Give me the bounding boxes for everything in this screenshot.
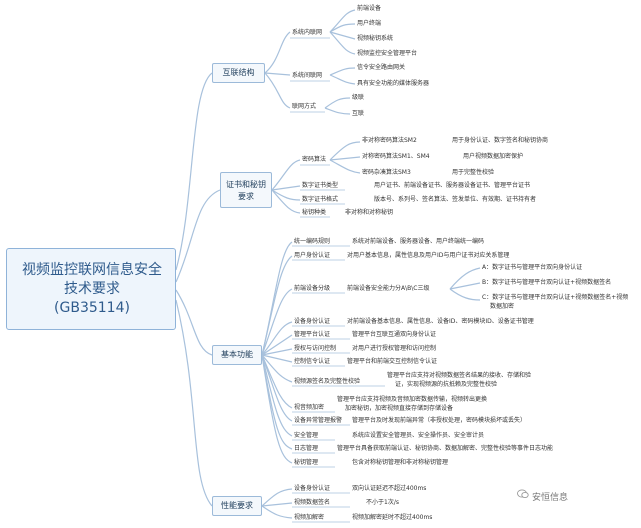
link-root-interconnect xyxy=(175,72,213,271)
leaf-security-mgmt-desc: 系统应设置安全管理员、安全操作员、安全审计员 xyxy=(352,432,485,439)
node-device-auth: 设备身份认证 xyxy=(294,318,331,325)
node-encoding-rule: 统一编码规则 xyxy=(294,238,331,245)
leaf-video-signature-desc1: 管理平台应支持对视频数据签名结果的接收、存储和验 xyxy=(387,372,532,379)
node-security-mgmt: 安全管理 xyxy=(294,432,319,439)
leaf-grade-c-cont: 数据加密 xyxy=(490,303,515,310)
leaf-platform-auth-desc: 管理平台互联互通双向身份认证 xyxy=(352,331,437,338)
leaf-sm1-sm4: 对称密码算法SM1、SM4 xyxy=(362,153,430,160)
leaf-sm2-desc: 用于身份认证、数字签名和秘钥协商 xyxy=(452,137,549,144)
node-perf-encryption: 视频加解密 xyxy=(294,514,325,521)
link-root-basic xyxy=(175,289,213,356)
leaf-av-encryption-desc2: 加密秘钥，加密视频直接存储到存储设备 xyxy=(345,405,454,412)
node-perf-device-auth: 设备身份认证 xyxy=(294,485,331,492)
node-system-between: 系统间联网 xyxy=(292,72,323,79)
node-key-mgmt: 秘钥管理 xyxy=(294,459,319,466)
node-user-auth: 用户身份认证 xyxy=(294,252,331,259)
root-title-line2: 技术要求 xyxy=(64,281,120,297)
node-device-grading: 前端设备分级 xyxy=(294,285,331,292)
leaf-front-device: 前端设备 xyxy=(357,5,382,12)
root-title-line3: (GB35114) xyxy=(54,300,130,316)
leaf-perf-signature-desc: 不小于1次/s xyxy=(366,499,399,506)
leaf-user-auth-desc: 对用户基本信息，属性信息及用户ID与用户证书对应关系管理 xyxy=(347,252,510,259)
leaf-signal-auth-desc: 管理平台和前端交互控制信令认证 xyxy=(347,358,438,365)
leaf-cert-types-desc: 用户证书、前端设备证书、服务器设备证书、管理平台证书 xyxy=(374,182,531,189)
branch-performance: 性能要求 xyxy=(212,496,262,516)
node-access-control: 授权与访问控制 xyxy=(294,345,337,352)
node-key-types: 秘钥种类 xyxy=(302,209,327,216)
leaf-device-grading-desc: 前端设备安全能力分A\B\C三级 xyxy=(347,285,430,292)
node-crypto-algo: 密码算法 xyxy=(302,156,327,163)
branch-interconnect: 互联结构 xyxy=(212,63,265,83)
leaf-sm2: 非对称密码算法SM2 xyxy=(362,137,417,144)
node-device-alarm: 设备异常管理报警 xyxy=(294,417,343,424)
link-root-performance xyxy=(175,299,213,507)
root-node: 视频监控联网信息安全 技术要求 (GB35114) xyxy=(6,248,176,330)
branch-cert-key-line1: 证书和秘钥 xyxy=(226,180,266,189)
wechat-icon xyxy=(517,489,529,499)
root-title-line1: 视频监控联网信息安全 xyxy=(22,262,162,278)
leaf-signaling-gateway: 信令安全路由网关 xyxy=(357,64,406,71)
node-cert-types: 数字证书类型 xyxy=(302,182,339,189)
leaf-media-server: 具有安全功能的媒体服务器 xyxy=(357,80,430,87)
branch-basic: 基本功能 xyxy=(212,345,262,365)
leaf-av-encryption-desc1: 管理平台应支持视频及音频加密数据传输，视频转出更换 xyxy=(337,396,488,403)
leaf-grade-b: B：数字证书与管理平台双向认证+视频数据签名 xyxy=(482,279,612,286)
leaf-user-terminal: 用户终端 xyxy=(357,20,382,27)
leaf-perf-encryption-desc: 视频加解密延时不超过400ms xyxy=(352,514,433,521)
link-root-cert xyxy=(175,189,221,283)
leaf-device-alarm-desc: 管理平台及时发现前端异常（非授权处理，密码模块损坏或丢失） xyxy=(352,417,527,424)
leaf-encoding-rule-desc: 系统对前端设备、服务器设备、用户终端统一编码 xyxy=(352,238,485,245)
leaf-cert-format-desc: 版本号、系列号、签名算法、签发单位、有效期、证书持有者 xyxy=(374,196,537,203)
node-network-mode: 联网方式 xyxy=(292,103,317,110)
node-signal-auth: 控制信令认证 xyxy=(294,358,331,365)
watermark-text: 安恒信息 xyxy=(532,493,569,503)
branch-cert-key: 证书和秘钥 要求 xyxy=(220,172,272,208)
leaf-interconnect: 互联 xyxy=(352,110,365,117)
leaf-device-auth-desc: 对前端设备基本信息、属性信息、设备ID、密码模块ID、设备证书管理 xyxy=(347,318,534,325)
leaf-log-mgmt-desc: 管理平台具备获取前端认证、秘钥协商、数据加解密、完整性校验等事件日志功能 xyxy=(337,445,554,452)
leaf-grade-c: C：数字证书与管理平台双向认证+视频数据签名+视频 xyxy=(482,294,629,301)
node-log-mgmt: 日志管理 xyxy=(294,445,319,452)
node-perf-signature: 视频数据签名 xyxy=(294,499,331,506)
leaf-security-platform: 视频监控安全管理平台 xyxy=(357,50,418,57)
leaf-grade-a: A：数字证书与管理平台双向身份认证 xyxy=(482,264,583,271)
leaf-key-types-desc: 非对称和对称秘钥 xyxy=(345,209,394,216)
node-cert-format: 数字证书格式 xyxy=(302,196,339,203)
leaf-key-mgmt-desc: 包含对称秘钥管理和非对称秘钥管理 xyxy=(352,459,449,466)
leaf-video-signature-desc2: 证，实现视频源的抗抵赖及完整性校验 xyxy=(395,381,498,388)
node-system-internal: 系统内联网 xyxy=(292,29,323,36)
leaf-sm1-sm4-desc: 用户视频数据加密保护 xyxy=(463,153,524,160)
node-av-encryption: 视音频加密 xyxy=(294,404,325,411)
node-video-signature: 视频源签名及完整性校验 xyxy=(294,378,361,385)
leaf-perf-device-auth-desc: 双向认证延迟不超过400ms xyxy=(352,485,427,492)
leaf-sm3: 密码杂凑算法SM3 xyxy=(362,169,411,176)
leaf-video-key-system: 视频秘钥系统 xyxy=(357,35,394,42)
leaf-sm3-desc: 用于完整性校验 xyxy=(452,169,495,176)
leaf-access-control-desc: 对用户进行授权管理和访问控制 xyxy=(352,345,437,352)
branch-cert-key-line2: 要求 xyxy=(238,192,254,201)
leaf-cascade: 级联 xyxy=(352,94,365,101)
node-platform-auth: 管理平台认证 xyxy=(294,331,331,338)
